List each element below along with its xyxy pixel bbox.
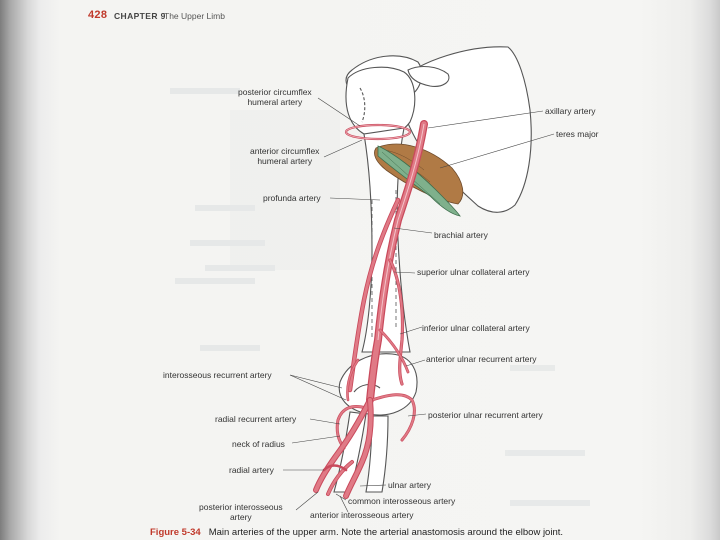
- label-line: anterior circumflex: [250, 146, 319, 156]
- figure-number: Figure 5-34: [150, 527, 201, 538]
- label-brachial: brachial artery: [434, 230, 488, 240]
- label-line: posterior circumflex: [238, 87, 312, 97]
- label-anterior-interosseous: anterior interosseous artery: [310, 510, 413, 520]
- figure-caption: Figure 5-34 Main arteries of the upper ar…: [150, 527, 563, 538]
- label-teres-major: teres major: [556, 129, 599, 139]
- label-inferior-ulnar-collateral: inferior ulnar collateral artery: [422, 323, 530, 333]
- label-anterior-ulnar-recurrent: anterior ulnar recurrent artery: [426, 354, 537, 364]
- label-interosseous-recurrent: interosseous recurrent artery: [163, 370, 272, 380]
- label-line: posterior interosseous: [199, 502, 283, 512]
- label-axillary: axillary artery: [545, 106, 596, 116]
- label-posterior-ulnar-recurrent: posterior ulnar recurrent artery: [428, 410, 543, 420]
- label-radial-recurrent: radial recurrent artery: [215, 414, 296, 424]
- label-line: artery: [199, 512, 283, 522]
- label-profunda: profunda artery: [263, 193, 321, 203]
- label-radial: radial artery: [229, 465, 274, 475]
- label-anterior-circumflex: anterior circumflex humeral artery: [250, 146, 319, 166]
- label-posterior-circumflex: posterior circumflex humeral artery: [238, 87, 312, 107]
- label-common-interosseous: common interosseous artery: [348, 496, 455, 506]
- caption-text: Main arteries of the upper arm. Note the…: [209, 527, 563, 538]
- label-superior-ulnar-collateral: superior ulnar collateral artery: [417, 267, 529, 277]
- label-posterior-interosseous: posterior interosseous artery: [199, 502, 283, 522]
- label-line: humeral artery: [238, 97, 312, 107]
- label-line: humeral artery: [250, 156, 319, 166]
- label-neck-of-radius: neck of radius: [232, 439, 285, 449]
- label-ulnar: ulnar artery: [388, 480, 431, 490]
